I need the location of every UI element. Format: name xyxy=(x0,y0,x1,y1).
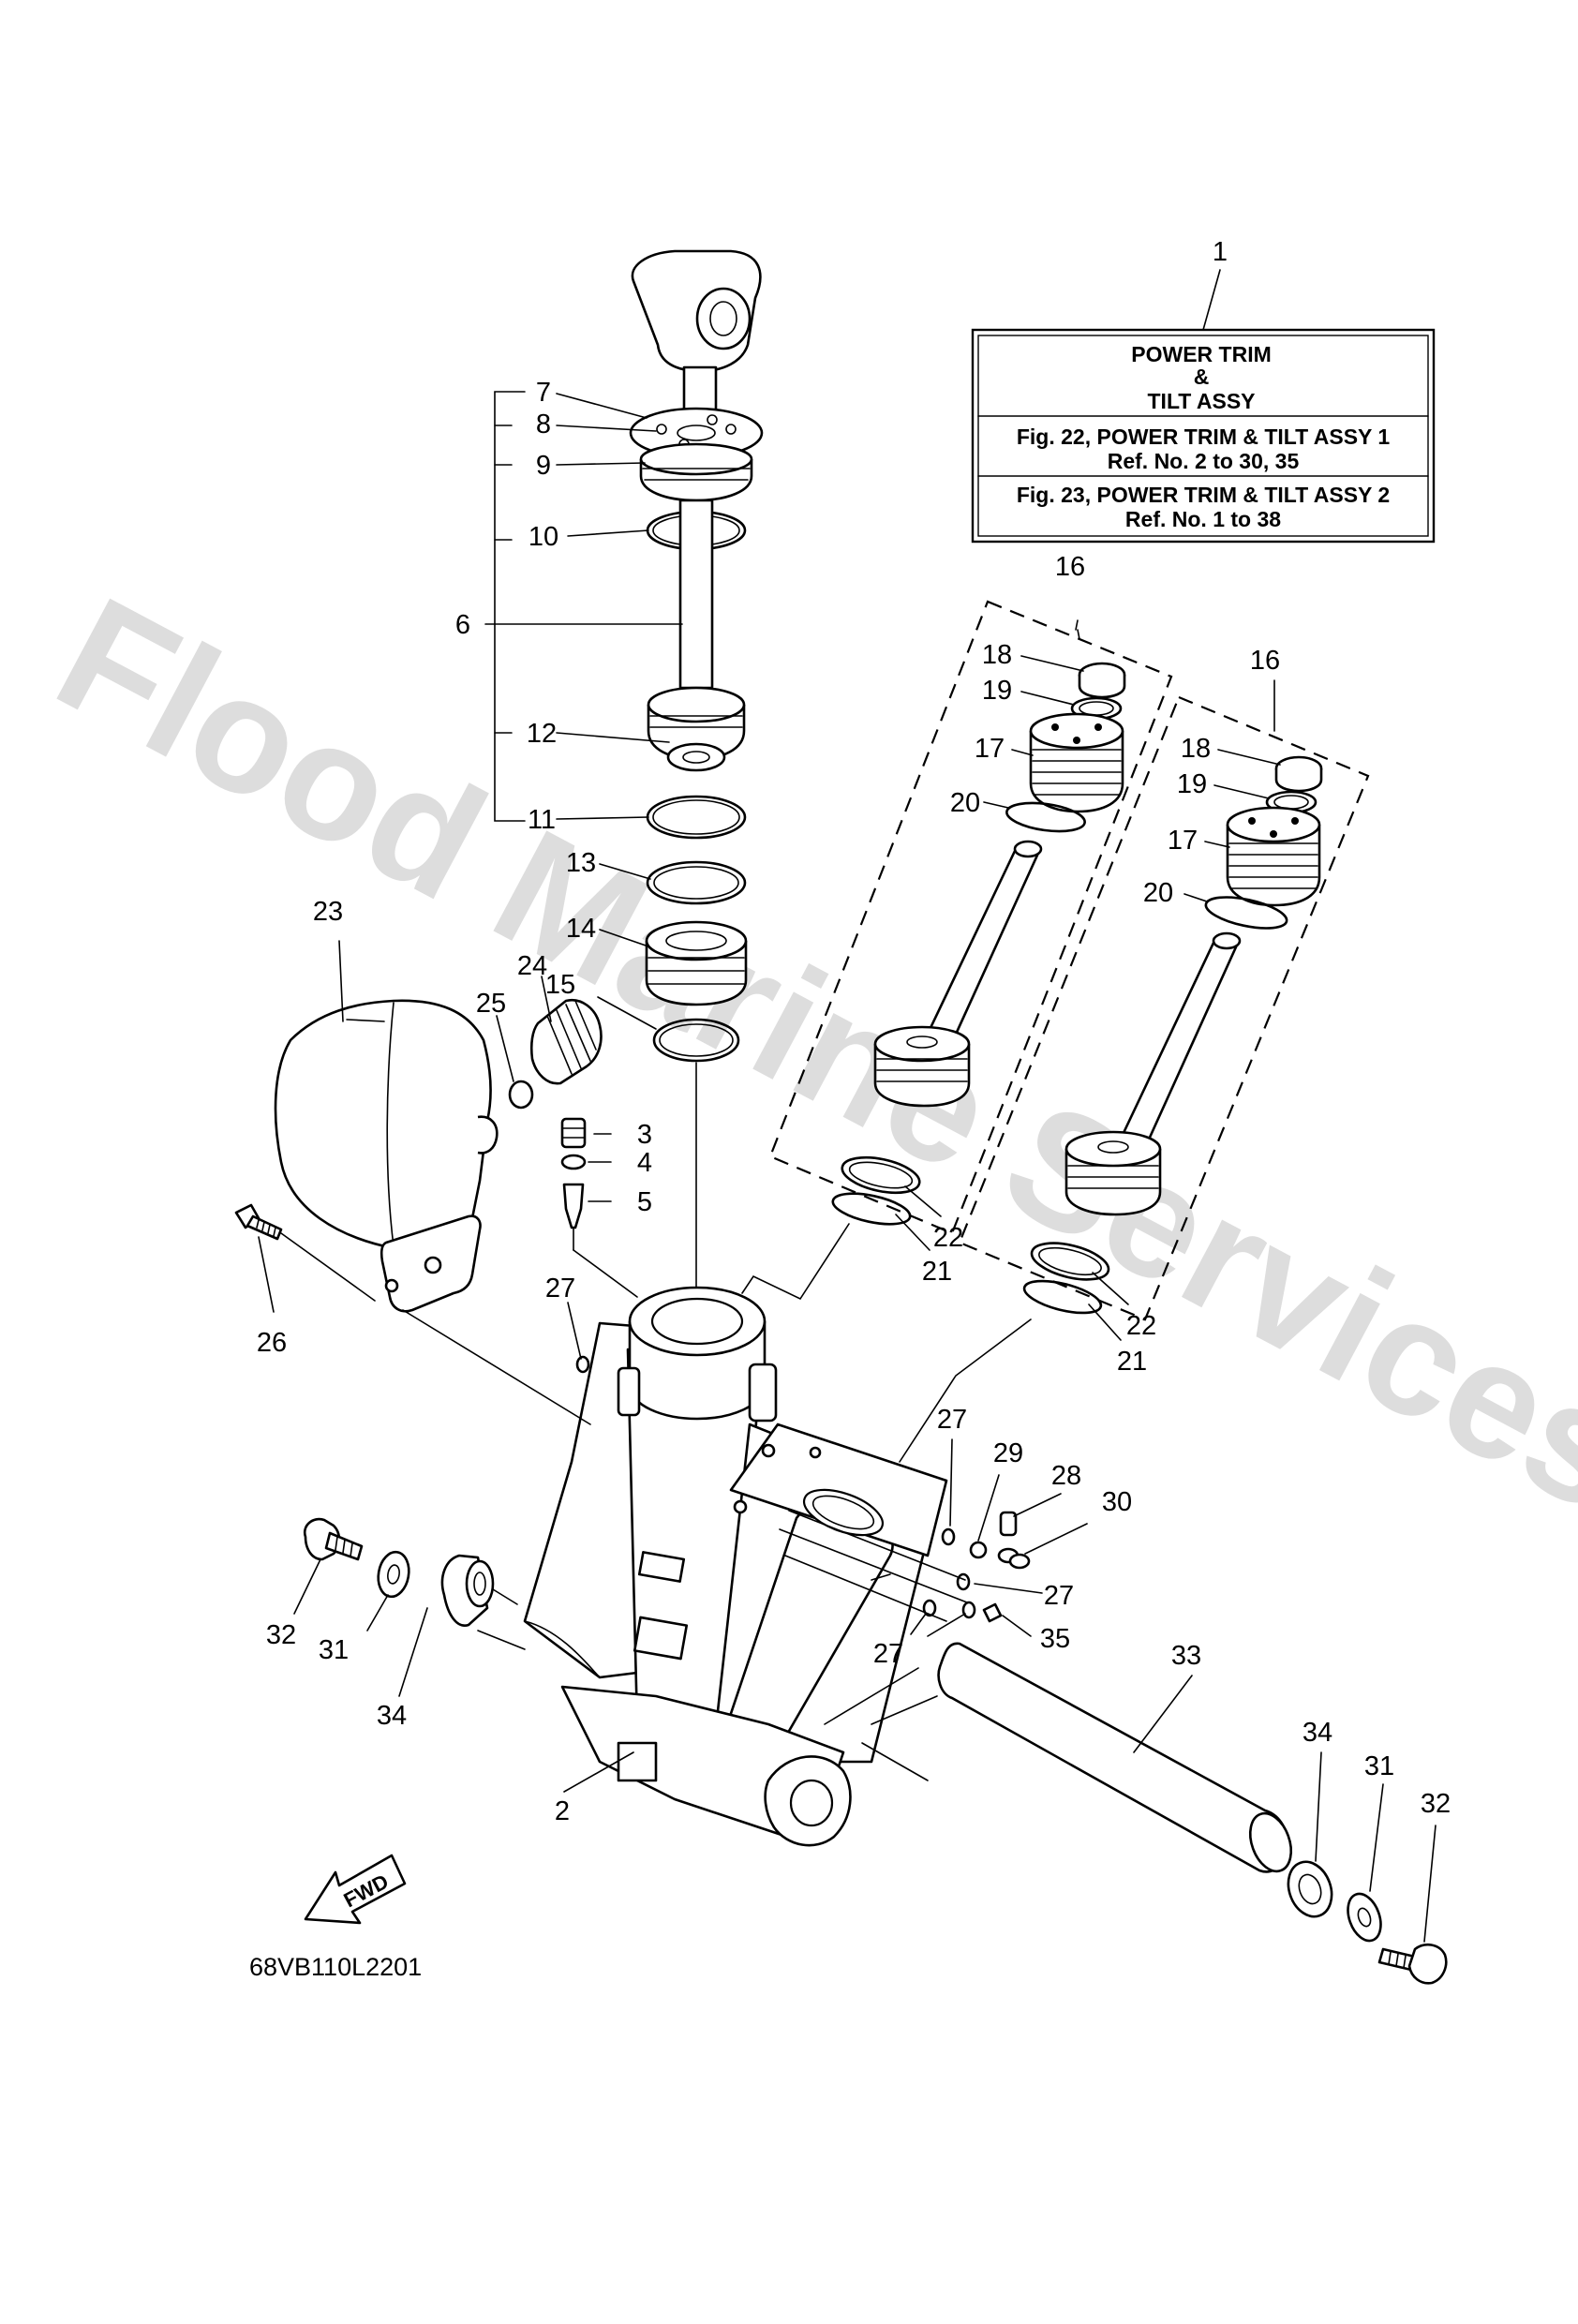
tilt-pin-33 xyxy=(824,1642,1293,1873)
callout-30: 30 xyxy=(1102,1487,1132,1517)
fittings-27-35 xyxy=(575,1355,1031,1623)
callout-27-d: 27 xyxy=(873,1639,903,1669)
callout-26: 26 xyxy=(257,1328,287,1358)
callout-1: 1 xyxy=(1213,237,1228,267)
watermark-text: Flood Marine Services xyxy=(30,562,1578,1546)
callout-23: 23 xyxy=(313,897,343,927)
callout-14: 14 xyxy=(566,914,596,944)
diagram-code: 68VB110L2201 xyxy=(249,1953,422,1981)
bolt-26 xyxy=(234,1203,376,1302)
filter-24 xyxy=(529,998,603,1085)
info-box-line-5: Ref. No. 2 to 30, 35 xyxy=(1108,449,1300,473)
callout-12: 12 xyxy=(527,719,557,749)
info-box-line-4: Fig. 22, POWER TRIM & TILT ASSY 1 xyxy=(1017,425,1390,449)
washer-31-right xyxy=(1347,1892,1382,1943)
bolt-32-left xyxy=(303,1517,364,1561)
callout-20-a: 20 xyxy=(950,788,980,818)
callout-24: 24 xyxy=(517,951,547,981)
callout-21-b: 21 xyxy=(1117,1347,1147,1377)
callout-25: 25 xyxy=(476,989,506,1019)
callout-29: 29 xyxy=(993,1438,1023,1468)
callout-19-a: 19 xyxy=(982,676,1012,706)
callout-22-a: 22 xyxy=(933,1223,963,1253)
callout-18-b: 18 xyxy=(1181,734,1211,764)
callout-20-b: 20 xyxy=(1143,878,1173,908)
info-box-line-7: Ref. No. 1 to 38 xyxy=(1125,507,1281,531)
callout-34-a: 34 xyxy=(377,1701,407,1731)
reservoir-23 xyxy=(274,999,499,1313)
callout-27-a: 27 xyxy=(545,1274,575,1304)
trim-rod-assembly xyxy=(629,249,764,1313)
callout-2: 2 xyxy=(555,1796,570,1826)
bolt-32-right xyxy=(1377,1943,1448,1985)
callout-17-a: 17 xyxy=(975,734,1005,764)
callout-16-a: 16 xyxy=(1055,552,1085,582)
info-box-line-6: Fig. 23, POWER TRIM & TILT ASSY 2 xyxy=(1017,483,1390,507)
callout-22-b: 22 xyxy=(1126,1311,1156,1341)
oring-25 xyxy=(508,1080,534,1110)
callout-27-b: 27 xyxy=(937,1405,967,1435)
info-box-title-3: TILT ASSY xyxy=(1148,389,1256,413)
callout-11: 11 xyxy=(528,805,556,835)
valve-parts-3-5 xyxy=(560,1117,638,1298)
callout-28: 28 xyxy=(1051,1461,1081,1491)
callout-9: 9 xyxy=(536,451,551,481)
callout-7: 7 xyxy=(536,378,551,408)
callout-18-a: 18 xyxy=(982,640,1012,670)
callout-34-b: 34 xyxy=(1303,1718,1332,1748)
seals-21-22 xyxy=(831,1155,1110,1315)
bushing-34-right xyxy=(1287,1860,1333,1918)
washer-31-left xyxy=(377,1550,410,1599)
callout-31-a: 31 xyxy=(319,1635,349,1665)
callout-13: 13 xyxy=(566,848,596,878)
callout-labels: 7 8 9 10 6 12 11 13 14 15 23 24 25 3 4 5… xyxy=(257,378,1451,1826)
callout-32-b: 32 xyxy=(1421,1789,1451,1819)
info-box: POWER TRIM & TILT ASSY Fig. 22, POWER TR… xyxy=(971,237,1436,544)
callout-35: 35 xyxy=(1040,1624,1070,1654)
main-housing-2 xyxy=(402,1223,1032,1847)
callout-21-a: 21 xyxy=(922,1257,952,1287)
bracket-6 xyxy=(494,391,526,822)
callout-17-b: 17 xyxy=(1168,826,1198,856)
info-box-title-2: & xyxy=(1194,365,1210,389)
tilt-piston-group-2 xyxy=(958,695,1370,1321)
callout-5: 5 xyxy=(637,1187,652,1217)
fwd-arrow: FWD xyxy=(304,1854,407,1925)
callout-32-a: 32 xyxy=(266,1620,296,1650)
callout-8: 8 xyxy=(536,410,551,439)
callout-16-b: 16 xyxy=(1250,646,1280,676)
tilt-piston-group-1 xyxy=(768,600,1173,1235)
callout-10: 10 xyxy=(528,522,558,552)
callout-33: 33 xyxy=(1171,1641,1201,1671)
callout-27-c: 27 xyxy=(1044,1581,1074,1611)
info-box-title-1: POWER TRIM xyxy=(1131,342,1272,366)
callout-19-b: 19 xyxy=(1177,769,1207,799)
leader-lines xyxy=(258,393,1437,1943)
callout-3: 3 xyxy=(637,1120,652,1150)
bushing-34-left xyxy=(440,1554,518,1627)
callout-15: 15 xyxy=(545,970,575,1000)
callout-4: 4 xyxy=(637,1148,652,1178)
callout-6: 6 xyxy=(455,610,470,640)
callout-31-b: 31 xyxy=(1364,1751,1394,1781)
